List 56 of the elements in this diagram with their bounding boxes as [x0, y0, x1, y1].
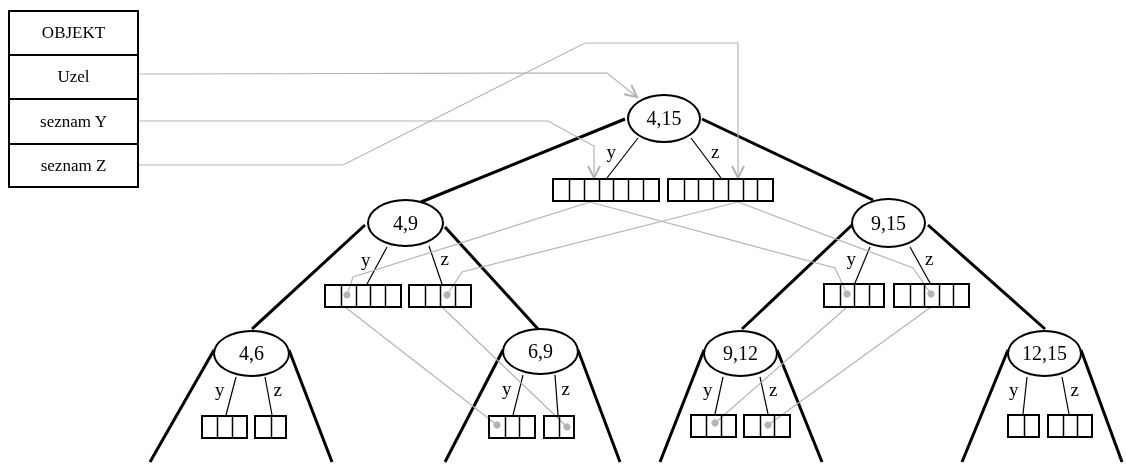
list-link-line — [1022, 376, 1028, 415]
subtree-line — [148, 349, 216, 463]
table-header-cell: OBJEKT — [8, 10, 139, 56]
tree-node-ellipse: 9,12 — [703, 330, 778, 377]
tree-edge — [701, 117, 874, 202]
tree-edge — [927, 223, 1046, 331]
list-link-line — [759, 376, 769, 415]
tree-node-ellipse: 9,15 — [851, 198, 926, 248]
subtree-line — [1079, 349, 1124, 463]
tree-node-ellipse: 4,15 — [627, 94, 701, 143]
list-link-line — [428, 245, 443, 285]
list-link-line — [909, 246, 931, 284]
tree-edge — [251, 223, 366, 331]
array-box — [324, 284, 402, 308]
array-box — [552, 178, 660, 202]
array-box — [201, 415, 248, 439]
list-link-line — [264, 376, 273, 416]
list-link-line — [714, 376, 724, 415]
table-field-cell: seznam Y — [8, 98, 139, 145]
array-box — [543, 415, 575, 439]
tree-node-ellipse: 4,6 — [213, 330, 290, 377]
subtree-line — [287, 349, 334, 463]
subtree-line — [960, 349, 1010, 463]
pointer-arrow — [137, 120, 601, 179]
array-box — [893, 283, 970, 308]
list-link-line — [1061, 376, 1070, 415]
pointer-arrow — [137, 72, 638, 98]
array-box — [1047, 414, 1093, 438]
array-box — [690, 414, 737, 438]
list-link-line — [690, 137, 722, 179]
pointer-arrow — [137, 42, 745, 179]
tree-edge — [740, 223, 854, 331]
subtree-line — [576, 349, 622, 463]
list-link-line — [366, 246, 388, 285]
tree-node-ellipse: 6,9 — [502, 328, 579, 375]
array-box — [1007, 414, 1040, 438]
list-link-line — [606, 137, 639, 179]
subtree-line — [443, 349, 505, 463]
array-box — [488, 415, 536, 439]
table-field-cell: Uzel — [8, 54, 139, 100]
array-box — [667, 178, 774, 202]
list-link-line — [225, 376, 237, 416]
subtree-line — [775, 349, 824, 463]
array-box — [743, 414, 791, 438]
subtree-line — [658, 349, 706, 463]
tree-node-ellipse: 4,9 — [367, 199, 444, 247]
list-link-line — [554, 374, 559, 416]
tree-edge — [443, 226, 540, 330]
table-field-cell: seznam Z — [8, 143, 139, 188]
array-box — [823, 283, 885, 308]
array-box — [408, 284, 472, 308]
tree-node-ellipse: 12,15 — [1007, 330, 1082, 377]
list-link-line — [854, 246, 871, 284]
tree-edge — [420, 117, 626, 204]
array-box — [254, 415, 287, 439]
list-link-line — [512, 374, 524, 416]
